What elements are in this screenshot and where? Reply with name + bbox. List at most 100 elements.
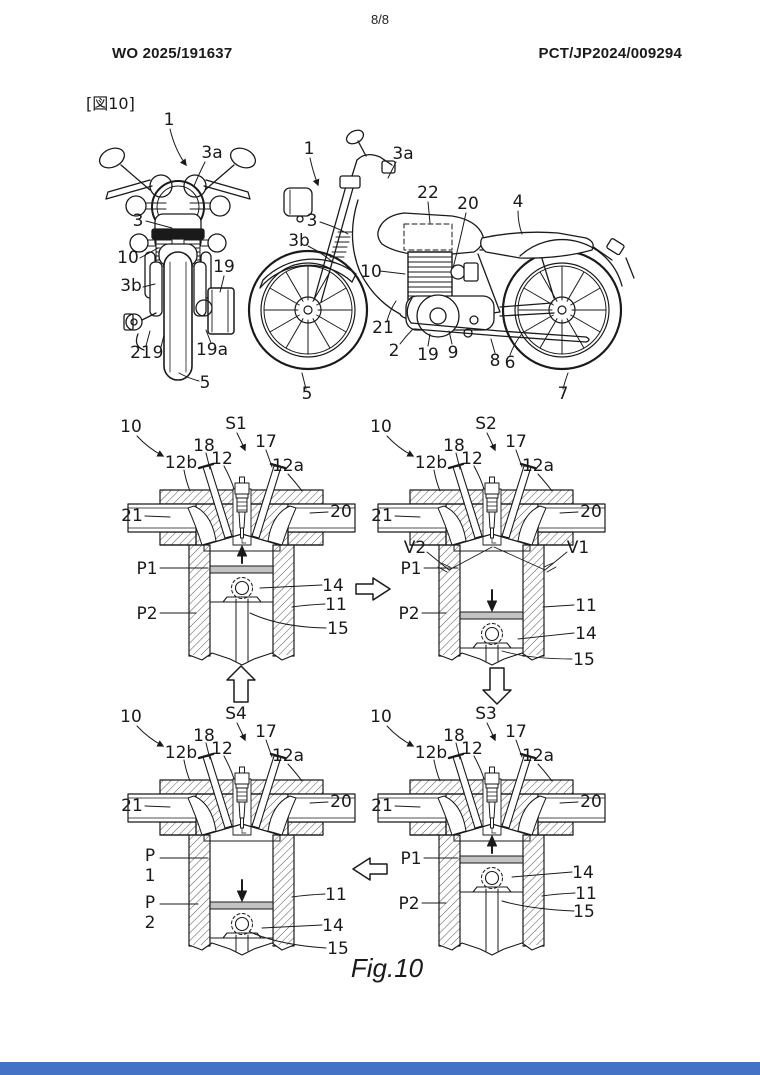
- ref-label-20: 20: [330, 792, 352, 812]
- ref-label-10: 10: [370, 417, 392, 437]
- front-view-labels: 1 3a 3 10 3b 19 21 9 19a 5: [117, 110, 235, 393]
- engine-diagram-s1: 10 S1 18 12 17 12b 12a 21 20 P1 P2 14 11…: [120, 414, 357, 667]
- ref-label-1: 1: [145, 866, 156, 886]
- ref-label-14: 14: [322, 576, 344, 596]
- ref-label-3a: 3a: [201, 143, 222, 163]
- side-view-labels: 1 3a 22 20 4 3 3b 10 21 2 19 9 8 6 5 7: [288, 139, 569, 404]
- ref-label-3b: 3b: [288, 231, 310, 251]
- ref-label-17: 17: [255, 722, 277, 742]
- ref-label-15: 15: [327, 619, 349, 639]
- ref-label-3b: 3b: [120, 276, 142, 296]
- ref-label-6: 6: [505, 353, 516, 373]
- ref-label-12: 12: [211, 449, 233, 469]
- ref-label-14: 14: [572, 863, 594, 883]
- engine-diagram-s3: 10 S3 18 12 17 12b 12a 21 20 P1 P2 14 11: [370, 704, 607, 957]
- ref-label-20: 20: [457, 194, 479, 214]
- ref-label-11: 11: [575, 596, 597, 616]
- ref-label-21: 21: [371, 796, 393, 816]
- ref-label-p2: P2: [398, 604, 419, 624]
- ref-label-12a: 12a: [522, 746, 554, 766]
- ref-label-12a: 12a: [272, 746, 304, 766]
- state-label-s1: S1: [225, 414, 247, 434]
- ref-label-5: 5: [200, 373, 211, 393]
- engine-diagram-s4: 10 S4 18 12 17 12b 12a 21 20 P 1 P 2: [120, 704, 357, 959]
- cycle-flow-arrows: [226, 577, 512, 881]
- side-view-drawing: [247, 129, 635, 371]
- ref-label-10: 10: [120, 707, 142, 727]
- ref-label-20: 20: [580, 792, 602, 812]
- ref-label-p: P: [145, 846, 155, 866]
- arrow-s3-to-s4: [352, 857, 388, 881]
- ref-label-12a: 12a: [522, 456, 554, 476]
- ref-label-18: 18: [193, 436, 215, 456]
- ref-label-12b: 12b: [165, 743, 197, 763]
- ref-label-12: 12: [461, 739, 483, 759]
- ref-label-12: 12: [461, 449, 483, 469]
- ref-label-20: 20: [580, 502, 602, 522]
- ref-label-p1: P1: [136, 559, 157, 579]
- ref-label-11: 11: [325, 885, 347, 905]
- ref-label-19a: 19a: [196, 340, 228, 360]
- ref-label-7: 7: [558, 384, 569, 404]
- ref-label-12b: 12b: [415, 453, 447, 473]
- front-view-drawing: [98, 147, 257, 381]
- ref-label-21: 21: [121, 506, 143, 526]
- ref-label-15: 15: [573, 902, 595, 922]
- ref-label-p1: P1: [400, 849, 421, 869]
- ref-label-1: 1: [304, 139, 315, 159]
- ref-label-14: 14: [322, 916, 344, 936]
- application-number: PCT/JP2024/009294: [538, 45, 682, 62]
- ref-label-21: 21: [371, 506, 393, 526]
- engine-diagram-s2: 10 S2 18 12 17 12b 12a 21 20 V: [370, 414, 607, 670]
- ref-label-9: 9: [153, 343, 164, 363]
- ref-label-3: 3: [133, 211, 144, 231]
- ref-label-v1: V1: [567, 538, 589, 558]
- ref-label-10: 10: [370, 707, 392, 727]
- ref-label-1: 1: [164, 110, 175, 130]
- state-label-s2: S2: [475, 414, 497, 434]
- figure-caption: Fig.10: [350, 953, 424, 983]
- ref-label-17: 17: [505, 722, 527, 742]
- ref-label-18: 18: [443, 726, 465, 746]
- publication-number: WO 2025/191637: [112, 45, 233, 62]
- ref-label-12a: 12a: [272, 456, 304, 476]
- ref-label-8: 8: [490, 351, 501, 371]
- ref-label-5: 5: [302, 384, 313, 404]
- ref-label-p2: P2: [398, 894, 419, 914]
- ref-label-10: 10: [120, 417, 142, 437]
- ref-label-19: 19: [417, 345, 439, 365]
- ref-label-2: 2: [389, 341, 400, 361]
- arrow-s4-to-s1: [226, 665, 256, 703]
- ref-label-21: 21: [121, 796, 143, 816]
- ref-label-18: 18: [443, 436, 465, 456]
- ref-label-11: 11: [325, 595, 347, 615]
- ref-label-22: 22: [417, 183, 439, 203]
- ref-label-p2: P2: [136, 604, 157, 624]
- state-label-s3: S3: [475, 704, 497, 724]
- ref-label-15: 15: [327, 939, 349, 959]
- ref-label-p2a: P: [145, 893, 155, 913]
- ref-label-9: 9: [448, 343, 459, 363]
- ref-label-18: 18: [193, 726, 215, 746]
- ref-label-10: 10: [117, 248, 139, 268]
- ref-label-21: 21: [130, 343, 152, 363]
- ref-label-10: 10: [360, 262, 382, 282]
- ref-label-12b: 12b: [415, 743, 447, 763]
- ref-label-3: 3: [307, 211, 318, 231]
- page-number: 8/8: [370, 12, 390, 27]
- ref-label-p1: P1: [400, 559, 421, 579]
- ref-label-4: 4: [513, 192, 524, 212]
- ref-label-3a: 3a: [392, 144, 413, 164]
- ref-label-12: 12: [211, 739, 233, 759]
- ref-label-11: 11: [575, 884, 597, 904]
- state-label-s4: S4: [225, 704, 247, 724]
- ref-label-19: 19: [213, 257, 235, 277]
- ref-label-21: 21: [372, 318, 394, 338]
- ref-label-15: 15: [573, 650, 595, 670]
- arrow-s1-to-s2: [355, 577, 391, 601]
- figure-tag: [図10]: [86, 94, 135, 113]
- ref-label-17: 17: [505, 432, 527, 452]
- ref-label-14: 14: [575, 624, 597, 644]
